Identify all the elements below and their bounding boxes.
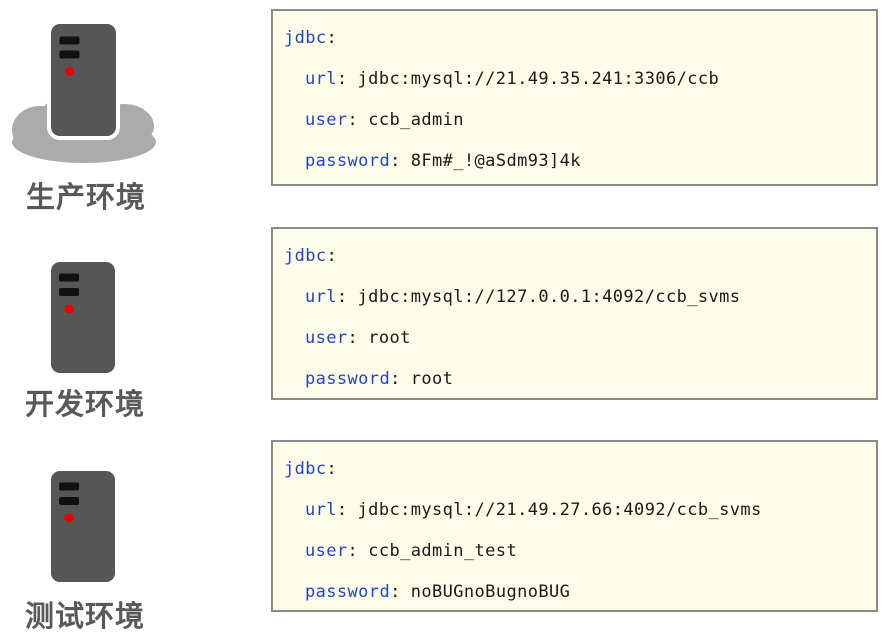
yaml-key-password: password — [305, 151, 391, 171]
env-label-test: 测试环境 — [25, 601, 146, 633]
yaml-key-root: jdbc — [284, 28, 327, 48]
server-icon — [47, 20, 120, 140]
jdbc-config-box-production: jdbc: url: jdbc:mysql://21.49.35.241:3306… — [271, 9, 878, 186]
yaml-value-user: ccb_admin — [368, 110, 464, 130]
yaml-value-user: ccb_admin_test — [368, 541, 518, 561]
server-slot — [59, 36, 80, 45]
code-line-password: password:8Fm#_!@aSdm93]4k — [284, 141, 868, 182]
code-line-user: user: root — [284, 318, 868, 359]
power-led — [64, 304, 74, 314]
env-label-production: 生产环境 — [26, 182, 147, 214]
server-slot — [59, 482, 79, 491]
code-line-root: jdbc: — [284, 18, 868, 59]
server-slot — [59, 497, 79, 505]
code-line-password: password: root — [284, 359, 868, 400]
colon: : — [347, 541, 359, 561]
colon: : — [326, 28, 338, 48]
colon: : — [390, 369, 401, 389]
server-icon — [47, 467, 119, 586]
code-line-url: url: jdbc:mysql://127.0.0.1:4092/ccb_svms — [284, 277, 868, 318]
env-label-development: 开发环境 — [25, 389, 146, 421]
colon: : — [326, 459, 338, 479]
code-line-url: url: jdbc:mysql://21.49.27.66:4092/ccb_sv… — [284, 490, 868, 531]
server-slot — [59, 50, 80, 59]
yaml-key-user: user — [305, 541, 348, 561]
server-icon — [47, 258, 119, 377]
colon: : — [390, 151, 401, 171]
code-line-user: user: ccb_admin_test — [284, 531, 868, 572]
power-led — [64, 513, 74, 523]
yaml-key-root: jdbc — [284, 246, 327, 266]
code-line-user: user: ccb_admin — [284, 100, 868, 141]
yaml-key-root: jdbc — [284, 459, 327, 479]
yaml-key-url: url — [305, 500, 337, 520]
yaml-key-user: user — [305, 110, 348, 130]
colon: : — [326, 246, 338, 266]
yaml-key-url: url — [305, 69, 337, 89]
colon: : — [336, 287, 348, 307]
yaml-key-user: user — [305, 328, 348, 348]
server-cloud-icon — [12, 20, 156, 163]
yaml-value-user: root — [368, 328, 411, 348]
jdbc-config-box-development: jdbc: url: jdbc:mysql://127.0.0.1:4092/cc… — [271, 227, 878, 400]
jdbc-config-box-test: jdbc: url: jdbc:mysql://21.49.27.66:4092/… — [271, 440, 878, 612]
colon: : — [336, 69, 348, 89]
yaml-key-password: password — [305, 369, 391, 389]
yaml-value-password: root — [410, 369, 454, 389]
code-line-root: jdbc: — [284, 449, 868, 490]
yaml-value-url: jdbc:mysql://21.49.35.241:3306/ccb — [357, 69, 720, 89]
colon: : — [347, 328, 359, 348]
code-line-password: password: noBUGnoBugnoBUG — [284, 572, 868, 613]
yaml-value-password: noBUGnoBugnoBUG — [410, 582, 571, 602]
code-line-root: jdbc: — [284, 236, 868, 277]
yaml-value-url: jdbc:mysql://127.0.0.1:4092/ccb_svms — [357, 287, 741, 307]
server-slot — [59, 273, 79, 282]
yaml-key-password: password — [305, 582, 391, 602]
colon: : — [347, 110, 359, 130]
colon: : — [336, 500, 348, 520]
yaml-key-url: url — [305, 287, 337, 307]
code-line-url: url: jdbc:mysql://21.49.35.241:3306/ccb — [284, 59, 868, 100]
power-led — [65, 67, 74, 76]
yaml-value-url: jdbc:mysql://21.49.27.66:4092/ccb_svms — [357, 500, 762, 520]
server-slot — [59, 288, 79, 296]
yaml-value-password: 8Fm#_!@aSdm93]4k — [410, 151, 581, 171]
colon: : — [390, 582, 401, 602]
